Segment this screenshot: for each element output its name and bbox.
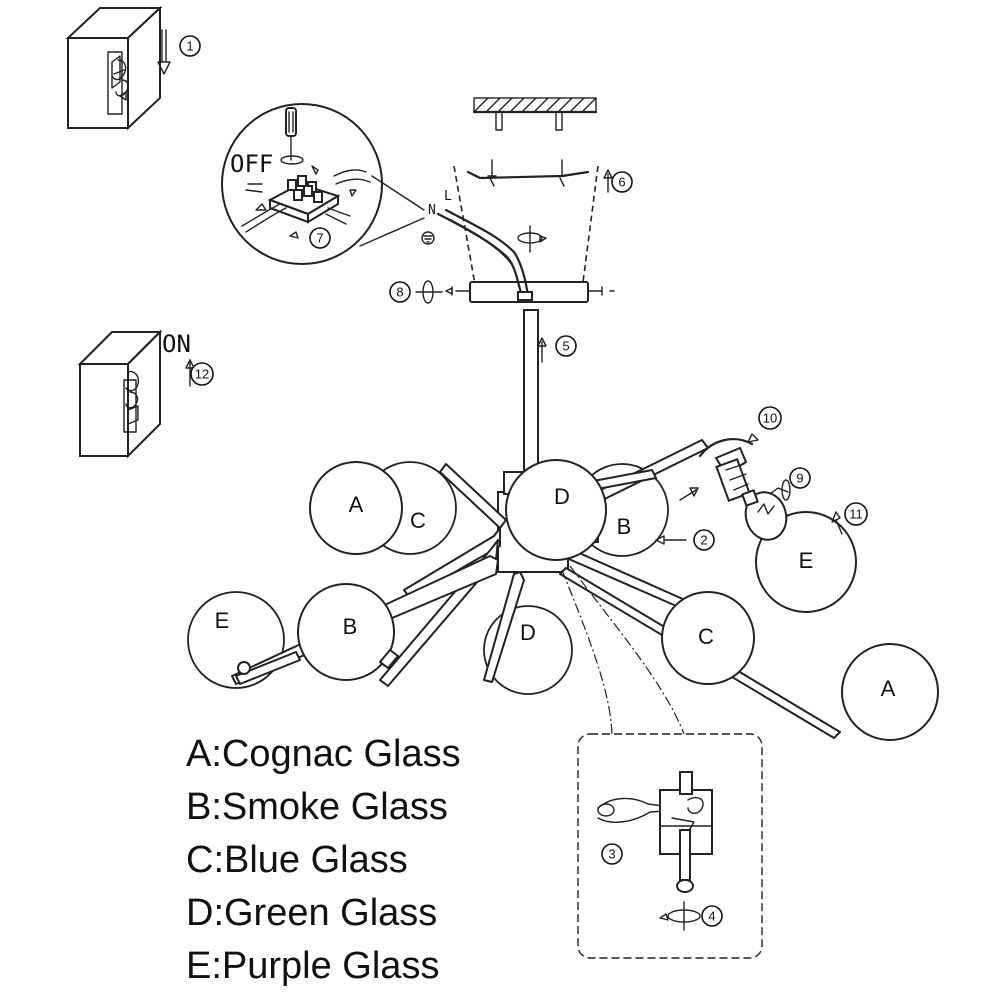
globe-label: C: [698, 624, 714, 649]
bulb-holder-detail: [698, 433, 759, 502]
globe-label: A: [881, 676, 896, 701]
leader-line: [569, 565, 685, 735]
arm: [483, 571, 525, 683]
svg-text:3: 3: [608, 846, 615, 861]
globe-label: D: [554, 484, 570, 509]
bulb-icon: [741, 479, 791, 541]
arrow-icon: [831, 511, 841, 523]
globe-label: E: [215, 608, 230, 633]
svg-text:12: 12: [195, 366, 209, 381]
svg-text:11: 11: [849, 506, 863, 521]
arrow-up-icon: [537, 337, 547, 363]
on-label: ON: [162, 330, 191, 358]
wiring-detail-magnifier: [221, 103, 425, 265]
step-callout-11: 11: [844, 502, 868, 526]
wire-clamp: [517, 291, 533, 301]
wire-live: [444, 208, 530, 298]
arm-tip: [235, 651, 301, 685]
rotate-icon: [415, 280, 443, 304]
arrow-icon: [689, 487, 699, 497]
step-callout-6: 6: [611, 171, 633, 193]
step-callout-8: 8: [389, 281, 411, 303]
svg-text:7: 7: [316, 230, 323, 245]
globe-label: C: [410, 508, 426, 533]
svg-text:8: 8: [396, 284, 403, 299]
arrow-icon: [679, 489, 697, 501]
off-label: OFF: [230, 150, 273, 178]
legend-item-blue: C:Blue Glass: [186, 839, 408, 881]
step-callout-9: 9: [789, 467, 811, 489]
svg-text:9: 9: [796, 470, 803, 485]
step-callout-12: 12: [190, 362, 214, 386]
globe: [309, 461, 403, 555]
socket-detail-icon: [659, 771, 713, 893]
arm-cap: [237, 661, 251, 675]
switch-box-on-icon: [77, 329, 163, 459]
switch-box-off-icon: [65, 5, 163, 131]
svg-text:10: 10: [763, 410, 777, 425]
legend-item-green: D:Green Glass: [186, 892, 438, 934]
step-callout-10: 10: [758, 406, 782, 430]
globe-label: B: [343, 614, 358, 639]
step-callout-4: 4: [701, 905, 723, 927]
globe: [505, 459, 607, 561]
rotate-icon: [659, 901, 701, 931]
globe: [297, 583, 395, 681]
svg-text:2: 2: [700, 532, 707, 547]
arrow-icon: [655, 535, 665, 545]
globe: [841, 643, 939, 741]
leader-line: [561, 569, 613, 735]
legend-item-cognac: A:Cognac Glass: [186, 733, 461, 775]
wire-label-neutral: N: [428, 203, 436, 218]
wire-ground: [448, 218, 514, 266]
globe-label: A: [349, 492, 364, 517]
globe: [661, 591, 755, 685]
svg-text:1: 1: [186, 38, 193, 53]
terminal-block-icon: [267, 175, 341, 224]
step-callout-2: 2: [693, 529, 715, 551]
globe-label: B: [617, 514, 632, 539]
legend-item-purple: E:Purple Glass: [186, 945, 440, 987]
svg-text:4: 4: [708, 908, 715, 923]
ceiling-icon: [472, 97, 598, 131]
downrod: [523, 309, 539, 477]
arm-tip: [379, 649, 399, 669]
legend-item-smoke: B:Smoke Glass: [186, 786, 448, 828]
glass-legend: A:Cognac Glass B:Smoke Glass C:Blue Glas…: [186, 728, 586, 993]
rotate-ring-icon: [280, 155, 304, 165]
rotate-icon: [517, 225, 547, 253]
step-callout-1: 1: [179, 35, 201, 57]
svg-text:5: 5: [562, 338, 569, 353]
arrow-down-icon: [157, 29, 171, 75]
ground-icon: [421, 231, 435, 245]
arrow-icon: [835, 519, 843, 535]
globe: [755, 511, 857, 613]
globe-label: E: [799, 548, 814, 573]
step-callout-3: 3: [601, 843, 623, 865]
svg-text:6: 6: [618, 174, 625, 189]
step-callout-7: 7: [309, 227, 331, 249]
step-callout-5: 5: [555, 335, 577, 357]
arrow-up-icon: [185, 359, 195, 387]
globe-label: D: [520, 620, 536, 645]
arrow-up-icon: [603, 169, 613, 193]
wire-label-live: L: [444, 189, 452, 204]
